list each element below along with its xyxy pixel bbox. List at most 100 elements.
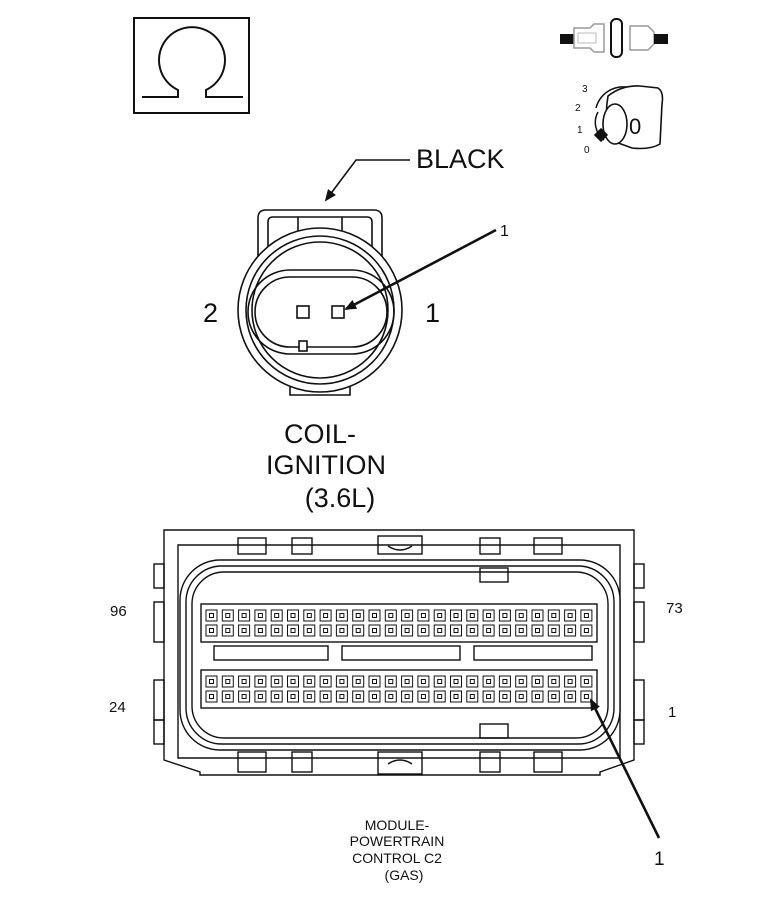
pcm-terminal-pin — [469, 628, 475, 633]
pcm-terminal-pin — [388, 679, 394, 684]
pcm-terminal-pin — [404, 679, 410, 684]
pcm-terminal-pin — [290, 613, 296, 618]
pcm-title-line-3: CONTROL C2 — [352, 850, 442, 866]
pcm-pin-label-1: 1 — [668, 704, 676, 721]
pcm-terminal-pin — [567, 613, 573, 618]
omega-icon — [142, 26, 243, 98]
coil-ignition-connector — [237, 159, 497, 396]
pcm-title-line-2: POWERTRAIN — [350, 833, 445, 849]
pcm-cavity-callout: 1 — [654, 849, 665, 870]
pcm-terminal-pin — [290, 679, 296, 684]
pcm-terminal-pin — [388, 628, 394, 633]
pcm-terminal-pin — [437, 694, 443, 699]
pcm-terminal-pin — [388, 613, 394, 618]
pcm-terminal-pin — [241, 694, 247, 699]
pcm-terminal-pin — [225, 628, 231, 633]
pcm-terminal-pin — [502, 628, 508, 633]
pcm-terminal-pin — [306, 628, 312, 633]
pcm-terminal-pin — [551, 628, 557, 633]
pcm-terminal-pin — [567, 679, 573, 684]
omega-symbol-box: Ω — [133, 17, 250, 114]
pcm-terminal-pin — [274, 694, 280, 699]
pcm-terminal-pin — [437, 613, 443, 618]
pcm-terminal-pin — [355, 679, 361, 684]
pcm-terminal-pin — [372, 694, 377, 699]
pcm-terminal-pin — [257, 679, 263, 684]
coil-terminal-1 — [331, 305, 345, 319]
pcm-terminal-pin — [583, 679, 589, 684]
pcm-terminal-pin — [274, 613, 280, 618]
pcm-terminal-pin — [241, 628, 247, 633]
pcm-terminal-pin — [209, 628, 214, 633]
pcm-terminal-pin — [420, 613, 426, 618]
pcm-terminal-pin — [453, 628, 459, 633]
pcm-terminal-pin — [241, 679, 247, 684]
pcm-terminal-pin — [535, 613, 540, 618]
pcm-terminal-pin — [404, 628, 410, 633]
pcm-terminal-pin — [551, 694, 557, 699]
pcm-terminal-pin — [209, 613, 214, 618]
pcm-terminal-pin — [583, 613, 589, 618]
pcm-terminal-pin — [209, 679, 214, 684]
pcm-terminal-pin — [453, 613, 459, 618]
pcm-pin-label-96: 96 — [110, 603, 127, 620]
pcm-terminal-pin — [323, 694, 329, 699]
pcm-terminal-pin — [257, 628, 263, 633]
pcm-terminal-pin — [274, 679, 280, 684]
pcm-pin-label-24: 24 — [109, 699, 126, 716]
coil-color-label: BLACK — [416, 144, 505, 174]
pcm-terminal-pin — [339, 679, 345, 684]
key-position-3: 3 — [582, 84, 588, 95]
pcm-terminal-grid — [205, 609, 593, 703]
coil-key-tab — [298, 340, 308, 352]
pcm-terminal-pin — [339, 613, 345, 618]
pcm-terminal-pin — [518, 628, 524, 633]
pcm-terminal-pin — [404, 694, 410, 699]
pcm-terminal-pin — [469, 679, 475, 684]
pcm-terminal-pin — [225, 613, 231, 618]
coil-title-line-2: IGNITION — [266, 450, 386, 480]
coil-title-line-1: COIL- — [284, 419, 356, 449]
pcm-terminal-pin — [388, 694, 394, 699]
coil-pin-label-1: 1 — [425, 298, 440, 328]
pcm-terminal-pin — [583, 694, 589, 699]
pcm-terminal-pin — [518, 613, 524, 618]
pcm-terminal-pin — [290, 694, 296, 699]
pcm-title-line-1: MODULE- — [365, 817, 430, 833]
pcm-terminal-pin — [567, 628, 573, 633]
pcm-terminal-pin — [339, 694, 345, 699]
pcm-terminal-pin — [420, 679, 426, 684]
pcm-terminal-pin — [257, 694, 263, 699]
coil-cavity-callout: 1 — [500, 223, 509, 240]
pcm-terminal-pin — [583, 628, 589, 633]
pcm-terminal-pin — [420, 694, 426, 699]
pcm-terminal-pin — [372, 628, 377, 633]
pcm-terminal-pin — [437, 628, 443, 633]
pcm-title-line-4: (GAS) — [385, 867, 424, 883]
fuse-icon — [560, 18, 668, 58]
pcm-terminal-pin — [323, 679, 329, 684]
pcm-terminal-pin — [241, 613, 247, 618]
pcm-terminal-pin — [290, 628, 296, 633]
pcm-terminal-pin — [420, 628, 426, 633]
pcm-terminal-pin — [355, 694, 361, 699]
pcm-terminal-pin — [306, 694, 312, 699]
ignition-key-icon: 3 2 1 0 0 — [575, 84, 664, 156]
pcm-terminal-pin — [535, 628, 540, 633]
pcm-terminal-pin — [274, 628, 280, 633]
pcm-terminal-pin — [306, 613, 312, 618]
key-label: 0 — [629, 114, 641, 139]
pcm-terminal-pin — [257, 613, 263, 618]
coil-terminal-2 — [296, 305, 310, 319]
pcm-terminal-pin — [306, 679, 312, 684]
pcm-c2-connector — [153, 529, 661, 839]
pcm-terminal-pin — [209, 694, 214, 699]
pcm-terminal-pin — [486, 613, 492, 618]
pcm-terminal-pin — [323, 628, 329, 633]
cavity-1-arrow — [344, 228, 497, 311]
pcm-terminal-pin — [453, 694, 459, 699]
pcm-terminal-pin — [355, 628, 361, 633]
pcm-terminal-pin — [535, 694, 540, 699]
pcm-terminal-pin — [551, 679, 557, 684]
